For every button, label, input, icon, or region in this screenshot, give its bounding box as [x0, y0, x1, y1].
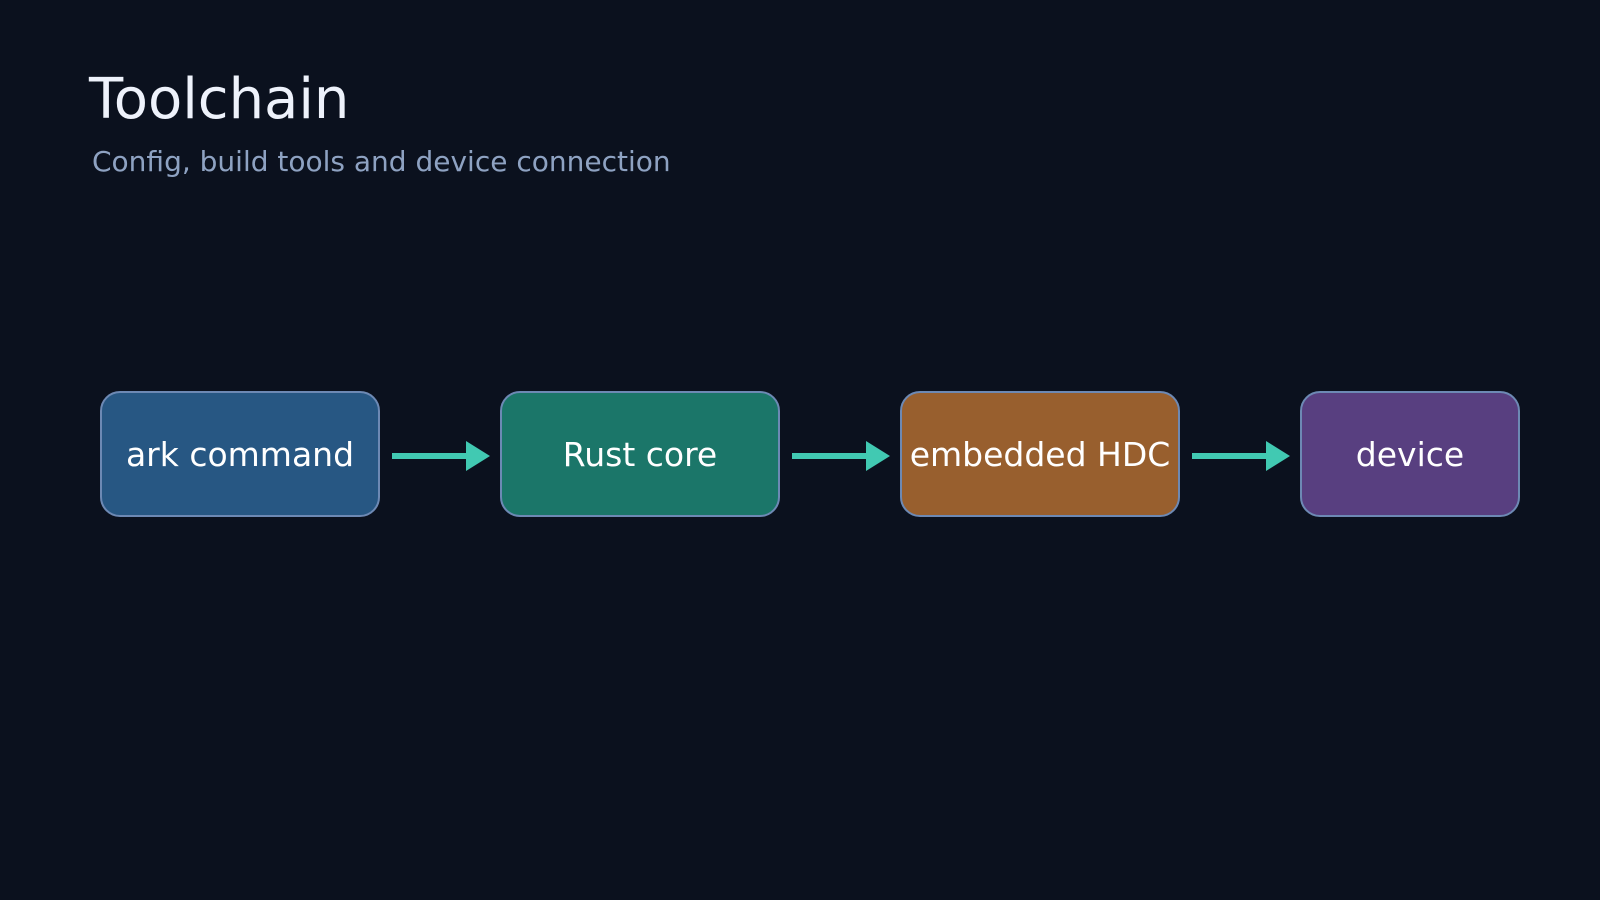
- node-label: Rust core: [562, 434, 718, 474]
- arrow-icon: [792, 441, 890, 471]
- page-subtitle: Config, build tools and device connectio…: [92, 145, 671, 178]
- arrow-icon: [392, 441, 490, 471]
- node-ark-command: ark command: [100, 391, 380, 517]
- node-rust-core: Rust core: [500, 391, 780, 517]
- node-label: ark command: [125, 434, 355, 474]
- page-title: Toolchain: [89, 67, 350, 132]
- arrow-icon: [1192, 441, 1290, 471]
- node-embedded-hdc: embedded HDC: [900, 391, 1180, 517]
- node-label: device: [1355, 434, 1465, 474]
- node-label: embedded HDC: [909, 434, 1171, 474]
- node-device: device: [1300, 391, 1520, 517]
